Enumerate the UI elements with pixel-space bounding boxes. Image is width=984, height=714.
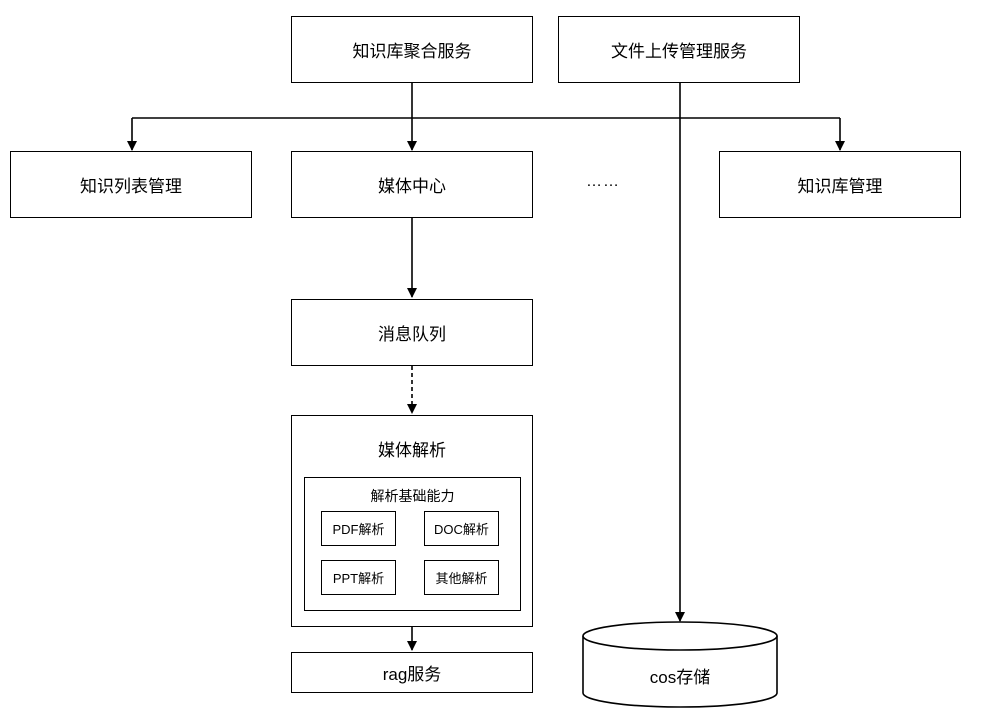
other-parsing-label: 其他解析 [435, 571, 488, 586]
aggregation-service-box: 知识库聚合服务 [291, 16, 533, 83]
ppt-parsing-label: PPT解析 [332, 571, 385, 586]
media-center-label: 媒体中心 [378, 177, 446, 196]
kb-management-label: 知识库管理 [797, 177, 883, 196]
cos-storage-cylinder [582, 621, 778, 708]
kb-management-box: 知识库管理 [719, 151, 961, 218]
rag-service-label: rag服务 [382, 665, 442, 684]
message-queue-box: 消息队列 [291, 299, 533, 366]
doc-parsing-label: DOC解析 [434, 522, 489, 537]
doc-parsing-box: DOC解析 [424, 511, 499, 546]
pdf-parsing-label: PDF解析 [332, 522, 385, 537]
kb-list-management-label: 知识列表管理 [80, 177, 182, 196]
ppt-parsing-box: PPT解析 [321, 560, 396, 595]
ellipsis-more-services: …… [586, 173, 620, 190]
media-parsing-title: 媒体解析 [378, 441, 446, 460]
rag-service-box: rag服务 [291, 652, 533, 693]
cos-storage-label: cos存储 [649, 667, 711, 687]
message-queue-label: 消息队列 [378, 325, 446, 344]
aggregation-service-label: 知识库聚合服务 [352, 42, 472, 61]
kb-list-management-box: 知识列表管理 [10, 151, 252, 218]
file-upload-service-label: 文件上传管理服务 [611, 42, 747, 61]
media-center-box: 媒体中心 [291, 151, 533, 218]
pdf-parsing-box: PDF解析 [321, 511, 396, 546]
media-parsing-container: 媒体解析 解析基础能力 PDF解析 DOC解析 PPT解析 其他解析 [291, 415, 533, 627]
file-upload-service-box: 文件上传管理服务 [558, 16, 800, 83]
parsing-capabilities-title: 解析基础能力 [370, 488, 455, 504]
parsing-capabilities-box: 解析基础能力 PDF解析 DOC解析 PPT解析 其他解析 [304, 477, 521, 611]
other-parsing-box: 其他解析 [424, 560, 499, 595]
